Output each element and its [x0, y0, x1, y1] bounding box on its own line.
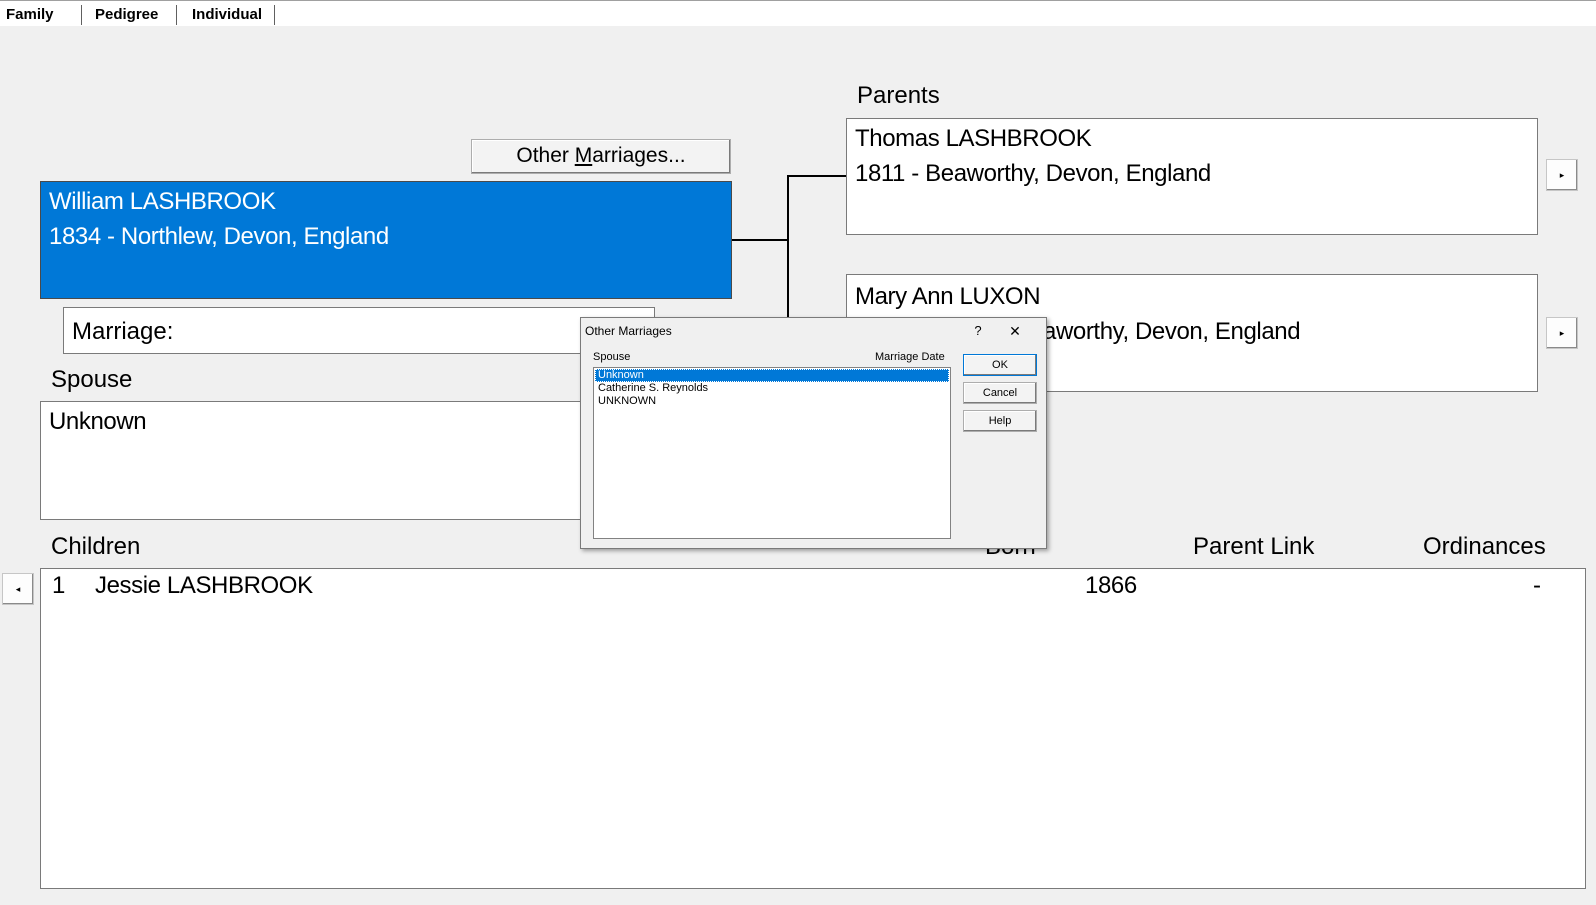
- children-col-parent-link: Parent Link: [1193, 533, 1315, 560]
- parents-heading: Parents: [857, 82, 940, 109]
- mother-detail: aworthy, Devon, England: [1043, 318, 1301, 345]
- mother-name: Mary Ann LUXON: [855, 283, 1041, 310]
- spouse-name: Unknown: [49, 408, 147, 435]
- tab-separator: [176, 5, 177, 25]
- list-item[interactable]: UNKNOWN: [598, 395, 657, 407]
- table-row[interactable]: 1 Jessie LASHBROOK 1866 -: [41, 569, 1585, 605]
- connector-line: [787, 175, 789, 317]
- tab-separator: [81, 5, 82, 25]
- dialog-col-spouse: Spouse: [593, 351, 631, 363]
- tab-family[interactable]: Family: [0, 2, 60, 26]
- tab-pedigree[interactable]: Pedigree: [89, 2, 165, 26]
- father-detail: 1811 - Beaworthy, Devon, England: [855, 160, 1211, 187]
- selected-person-box[interactable]: William LASHBROOK 1834 - Northlew, Devon…: [40, 181, 732, 299]
- father-name: Thomas LASHBROOK: [855, 125, 1092, 152]
- other-marriages-dialog: Other Marriages ? ✕ Spouse Marriage Date…: [580, 317, 1047, 549]
- other-marriages-mnemonic: M: [574, 144, 593, 167]
- cancel-button[interactable]: Cancel: [963, 382, 1037, 404]
- close-icon[interactable]: ✕: [1009, 323, 1021, 339]
- help-icon[interactable]: ?: [974, 323, 982, 338]
- list-item[interactable]: Unknown: [595, 369, 949, 382]
- selected-person-detail: 1834 - Northlew, Devon, England: [49, 223, 389, 250]
- arrow-left-icon: ◂: [15, 584, 21, 594]
- spouse-heading: Spouse: [51, 366, 133, 393]
- marriages-listbox[interactable]: Unknown Catherine S. Reynolds UNKNOWN: [593, 367, 951, 539]
- tab-separator: [274, 5, 275, 25]
- children-navigate-button[interactable]: ◂: [2, 573, 34, 605]
- children-list[interactable]: 1 Jessie LASHBROOK 1866 -: [40, 568, 1586, 889]
- other-marriages-button[interactable]: Other Marriages...: [471, 139, 731, 174]
- children-heading: Children: [51, 533, 141, 560]
- connector-line: [732, 239, 788, 241]
- connector-line: [787, 175, 847, 177]
- father-navigate-button[interactable]: ▸: [1546, 159, 1578, 191]
- selected-person-name: William LASHBROOK: [49, 188, 276, 215]
- children-col-ordinances: Ordinances: [1423, 533, 1546, 560]
- dialog-title: Other Marriages: [585, 324, 672, 338]
- arrow-right-icon: ▸: [1559, 328, 1565, 338]
- help-button[interactable]: Help: [963, 410, 1037, 432]
- child-index: 1: [52, 572, 65, 599]
- other-marriages-label-suffix: arriages...: [592, 144, 686, 167]
- child-ordinances: -: [1533, 572, 1541, 599]
- dialog-col-marriage-date: Marriage Date: [875, 351, 945, 363]
- ok-button[interactable]: OK: [963, 354, 1037, 376]
- list-item[interactable]: Catherine S. Reynolds: [598, 382, 709, 394]
- tab-bar: Family Pedigree Individual: [0, 0, 1596, 26]
- tab-individual[interactable]: Individual: [186, 2, 269, 26]
- marriage-field[interactable]: Marriage:: [63, 307, 655, 354]
- marriage-label: Marriage:: [72, 318, 174, 345]
- other-marriages-label-prefix: Other: [516, 144, 575, 167]
- child-name: Jessie LASHBROOK: [95, 572, 313, 599]
- arrow-right-icon: ▸: [1559, 170, 1565, 180]
- child-born: 1866: [1085, 572, 1137, 599]
- mother-navigate-button[interactable]: ▸: [1546, 317, 1578, 349]
- spouse-box[interactable]: Unknown: [40, 401, 600, 520]
- father-box[interactable]: Thomas LASHBROOK 1811 - Beaworthy, Devon…: [846, 118, 1538, 235]
